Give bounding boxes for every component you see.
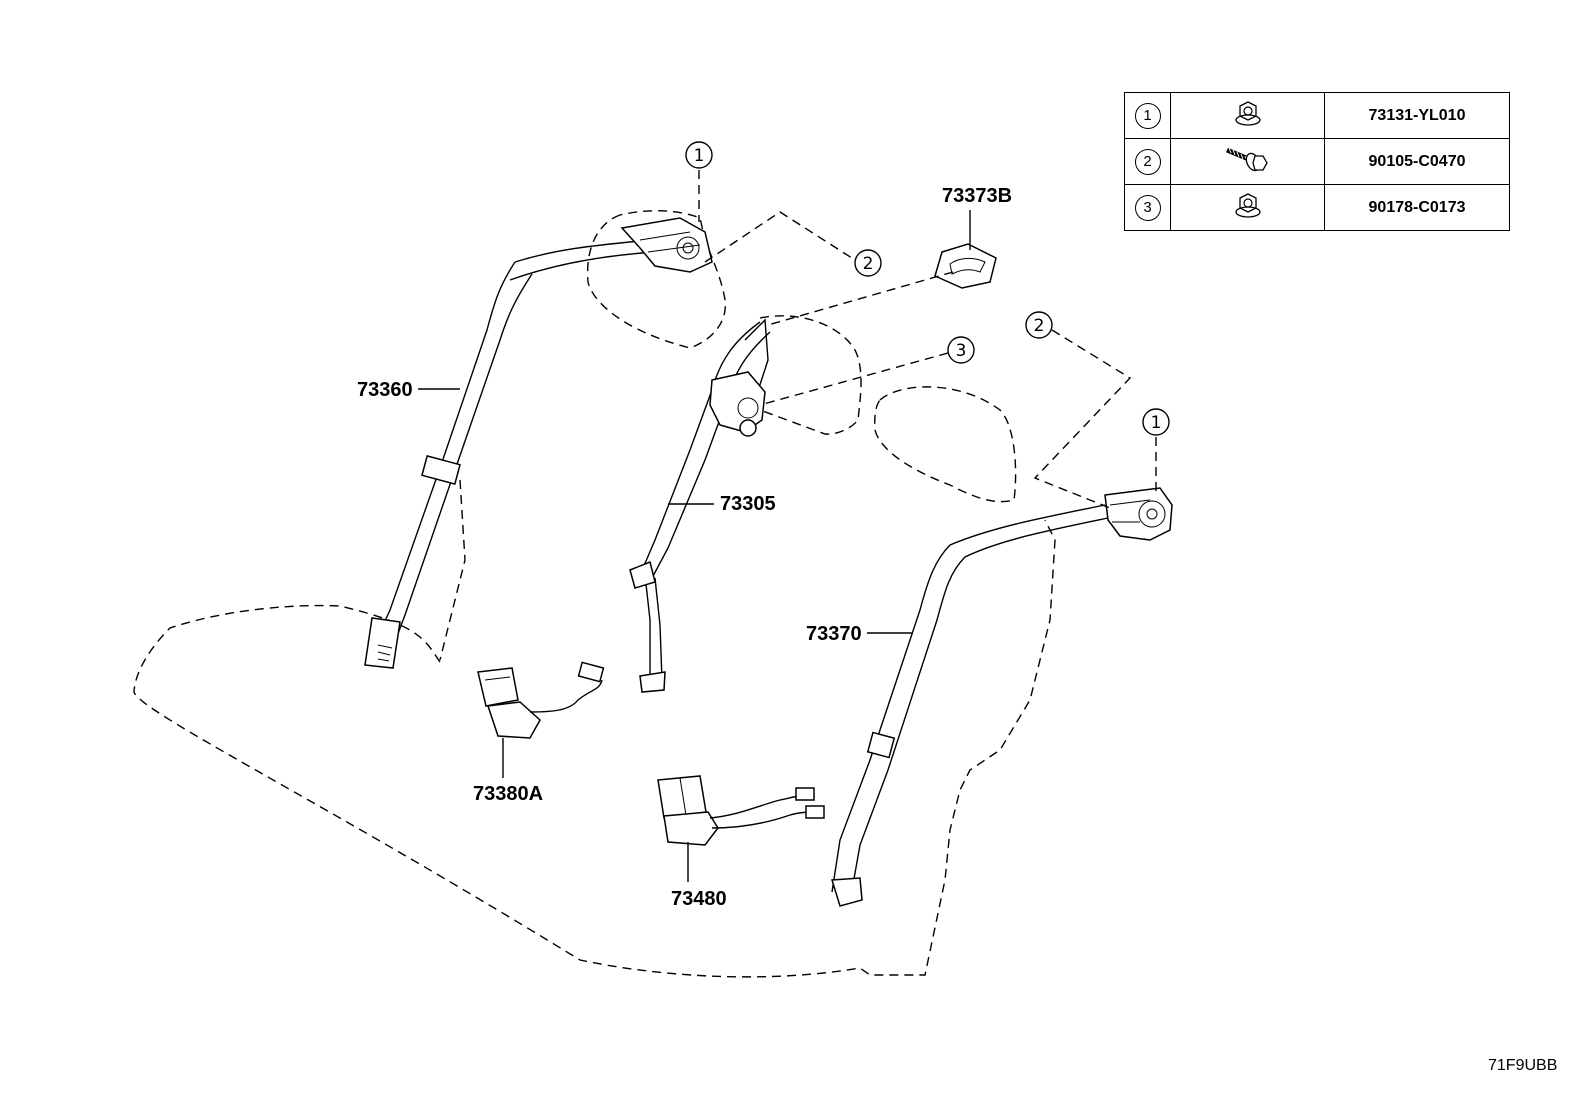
headrest-right: [874, 386, 1017, 503]
callout-1-left: 1: [685, 141, 713, 169]
headrest-left: [586, 210, 727, 349]
ref-circle: 1: [1134, 102, 1161, 129]
label-73480: 73480: [671, 888, 727, 910]
ref-circle: 3: [1134, 194, 1161, 221]
callout-2-right: 2: [1025, 311, 1053, 339]
bolt-icon: [1225, 147, 1268, 172]
svg-text:3: 3: [956, 341, 967, 361]
headrest-center: [759, 315, 862, 435]
belt-guide-73373B: [934, 243, 997, 289]
callout-line-2-left: [704, 211, 856, 263]
callout-1-right: 1: [1142, 408, 1170, 436]
callout-3: 3: [947, 336, 975, 364]
flange-nut-icon: [1234, 193, 1261, 218]
label-73380A: 73380A: [473, 783, 543, 805]
seat-belt-73305: [629, 318, 771, 693]
buckle-73380A: [477, 661, 605, 739]
label-73373B: 73373B: [942, 185, 1012, 207]
buckle-73480: [657, 775, 825, 846]
ref-circle: 2: [1134, 148, 1161, 175]
svg-text:2: 2: [1034, 316, 1045, 336]
callout-line-2-right: [1033, 329, 1132, 509]
table-row: 2 90105-C0470: [1124, 138, 1510, 185]
part-number: 73131-YL010: [1324, 92, 1510, 139]
callout-2-left: 2: [854, 249, 882, 277]
callout-line-73373B: [767, 271, 954, 326]
svg-text:2: 2: [863, 254, 874, 274]
retractor-right: [1104, 487, 1173, 541]
callout-line-3: [759, 352, 949, 406]
table-row: 1 73131-YL010: [1124, 92, 1510, 139]
retractor-left: [620, 217, 713, 273]
label-73360: 73360: [357, 379, 413, 401]
table-row: 3 90178-C0173: [1124, 184, 1510, 231]
svg-text:1: 1: [1151, 413, 1162, 433]
seat-belt-73370: [831, 504, 1109, 907]
label-73370: 73370: [806, 623, 862, 645]
label-73305: 73305: [720, 493, 776, 515]
diagram-code: 71F9UBB: [1488, 1057, 1558, 1074]
fastener-parts-table: 1 73131-YL010 2 90105-C0470 3: [1124, 92, 1510, 231]
seat-cushion-outline: [133, 519, 1056, 978]
part-number: 90105-C0470: [1324, 138, 1510, 185]
svg-text:1: 1: [694, 146, 705, 166]
flange-nut-icon: [1234, 101, 1261, 126]
part-number: 90178-C0173: [1324, 184, 1510, 231]
seat-belt-73360: [364, 239, 656, 669]
seat-back-outline: [440, 480, 465, 662]
